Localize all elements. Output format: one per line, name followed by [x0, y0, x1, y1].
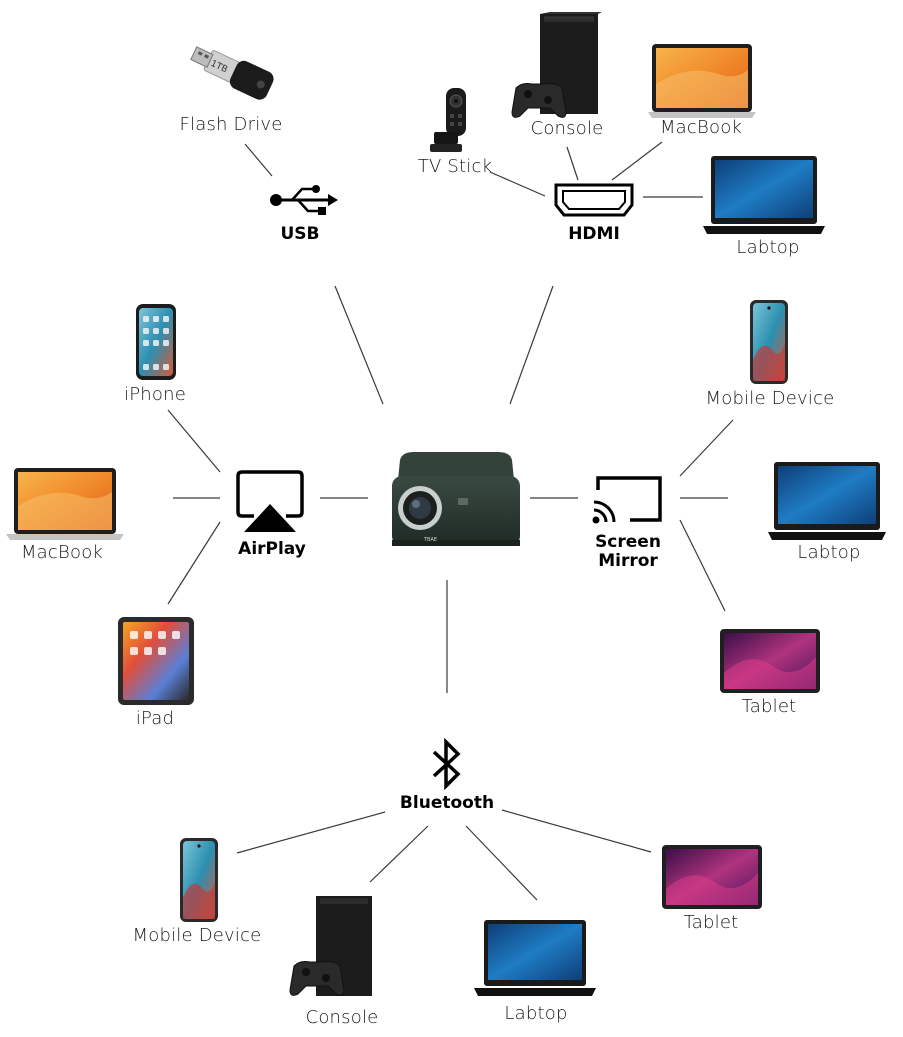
mobile-bt-label: Mobile Device: [132, 925, 262, 946]
line-mirror-mobile: [679, 419, 734, 477]
tablet-bt-image: [662, 845, 762, 909]
mobile-mirror-image: [750, 300, 788, 384]
labtop-mirror-label: Labtop: [797, 542, 861, 563]
hdmi-icon: [554, 183, 634, 217]
console-bt-image: [289, 896, 372, 996]
mobile-bt-image: [180, 838, 218, 922]
ipad-image: [118, 617, 194, 705]
line-bt-mobile: [236, 811, 386, 854]
line-bt-console: [369, 825, 429, 883]
line-ipad-airplay: [167, 521, 221, 605]
line-iphone-airplay: [167, 409, 221, 473]
connector-lines: [167, 141, 734, 901]
tablet-mirror-image: [720, 629, 820, 693]
labtop-mirror-image: [768, 462, 886, 540]
labtop-bt-label: Labtop: [504, 1003, 568, 1024]
hdmi-label: HDMI: [568, 224, 620, 244]
console-bt-label: Console: [305, 1007, 379, 1028]
line-console-hdmi: [566, 146, 579, 181]
console-hdmi-label: Console: [530, 118, 604, 139]
projector-brand: TBAE: [423, 537, 437, 543]
macbook-airplay-label: MacBook: [20, 542, 104, 563]
line-flash-usb: [244, 143, 273, 177]
tv-stick-image: [430, 88, 466, 152]
screen-mirror-label-line1: Screen: [595, 532, 661, 552]
usb-icon: [270, 185, 338, 215]
airplay-icon: [236, 470, 304, 532]
line-macbook-hdmi: [611, 141, 663, 181]
labtop-hdmi-image: [703, 156, 825, 234]
labtop-bt-image: [474, 920, 596, 996]
flash-drive-image: 1TB: [190, 46, 274, 100]
iphone-label: iPhone: [124, 384, 186, 405]
labtop-hdmi-label: Labtop: [736, 237, 800, 258]
line-bt-labtop: [465, 825, 538, 901]
usb-label: USB: [280, 224, 320, 244]
line-hdmi-projector: [509, 285, 554, 405]
projector-image: TBAE: [392, 452, 520, 546]
line-mirror-tablet: [679, 519, 726, 612]
tv-stick-label: TV Stick: [417, 156, 493, 177]
macbook-airplay-image: [6, 468, 124, 540]
screen-mirror-label-line2: Mirror: [598, 551, 658, 571]
screen-mirror-label: Screen Mirror: [595, 533, 661, 571]
line-tvstick-hdmi: [489, 171, 546, 197]
bluetooth-icon: [432, 737, 461, 791]
airplay-label: AirPlay: [238, 539, 306, 559]
line-bt-tablet: [501, 809, 652, 853]
screen-mirror-icon: [592, 476, 662, 524]
console-image: [511, 12, 602, 118]
tablet-mirror-label: Tablet: [741, 696, 797, 717]
mobile-mirror-label: Mobile Device: [705, 388, 835, 409]
tablet-bt-label: Tablet: [683, 912, 739, 933]
flash-drive-label: Flash Drive: [179, 114, 283, 135]
bluetooth-label: Bluetooth: [399, 793, 495, 813]
line-usb-projector: [334, 285, 384, 405]
macbook-hdmi-image: [648, 44, 756, 118]
iphone-image: [136, 304, 176, 380]
macbook-hdmi-label: MacBook: [659, 117, 743, 138]
ipad-label: iPad: [135, 708, 175, 729]
